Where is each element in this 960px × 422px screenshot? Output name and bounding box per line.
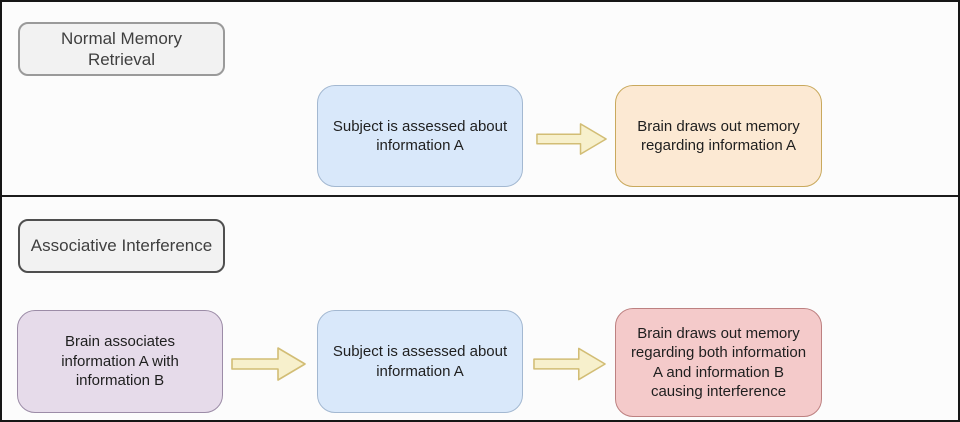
node-subject-assessed-bottom: Subject is assessed about information A bbox=[317, 310, 523, 413]
node-brain-retrieves-a: Brain draws out memory regarding informa… bbox=[615, 85, 822, 187]
section-label-associative-interference: Associative Interference bbox=[18, 219, 225, 273]
flow-arrow-icon bbox=[533, 347, 606, 381]
node-subject-assessed-top: Subject is assessed about information A bbox=[317, 85, 523, 187]
section-divider bbox=[2, 195, 958, 197]
flow-arrow-icon bbox=[231, 347, 306, 381]
flow-arrow-icon bbox=[536, 123, 607, 155]
section-label-normal-memory-retrieval: Normal Memory Retrieval bbox=[18, 22, 225, 76]
node-brain-associates-ab: Brain associates information A with info… bbox=[17, 310, 223, 413]
node-brain-interference-ab: Brain draws out memory regarding both in… bbox=[615, 308, 822, 417]
